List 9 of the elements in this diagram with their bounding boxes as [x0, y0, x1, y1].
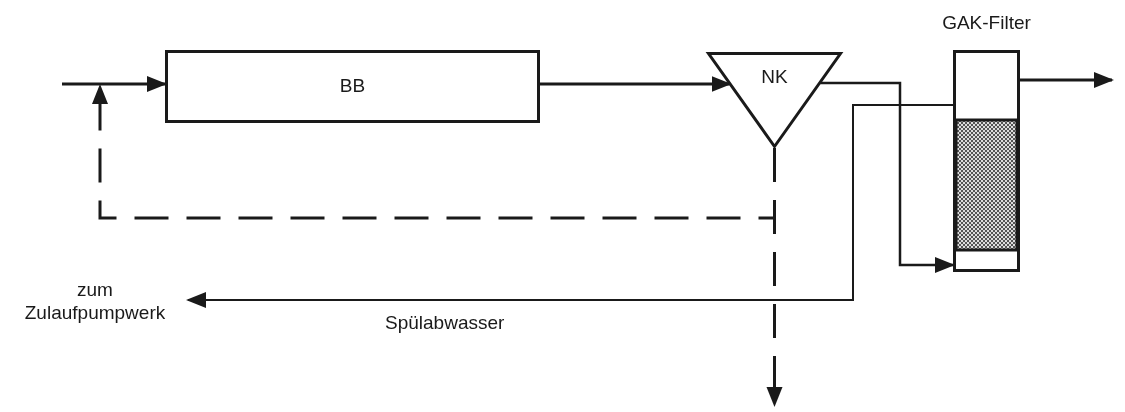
arrow [62, 76, 167, 92]
dashed-arrow [92, 84, 776, 220]
filter-heading: GAK-Filter [942, 12, 1031, 34]
unit-label: BB [339, 75, 366, 97]
arrow [186, 104, 954, 308]
destination-label: zum Zulaufpumpwerk [23, 278, 167, 324]
arrow [1020, 72, 1114, 88]
unit-label: NK [761, 66, 788, 88]
arrow [820, 81, 955, 273]
